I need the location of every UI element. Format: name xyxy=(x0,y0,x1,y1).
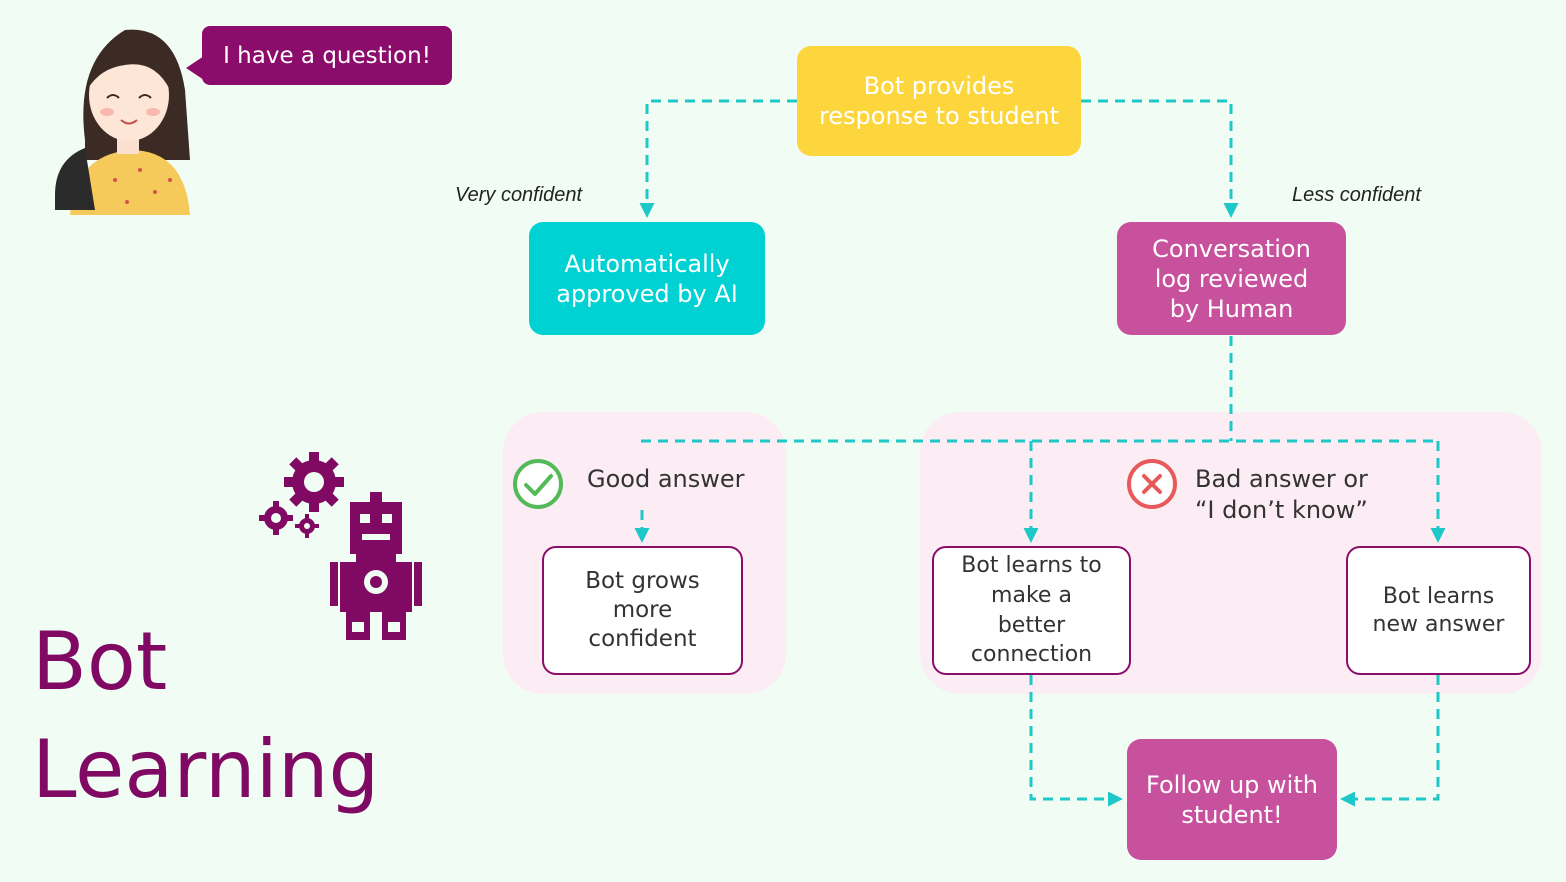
robot-icon xyxy=(330,492,422,640)
connector-very-confident xyxy=(639,99,797,218)
speech-bubble: I have a question! xyxy=(202,26,452,85)
speech-bubble-tail xyxy=(186,56,204,80)
connector-connection-to-followup xyxy=(1029,675,1123,807)
auto-approved-node: Automatically approved by AI xyxy=(529,222,765,335)
student-avatar xyxy=(55,29,190,215)
connector-newanswer-to-followup xyxy=(1340,675,1440,807)
title-line-1: Bot xyxy=(32,615,168,708)
bad-answer-line2: “I don’t know” xyxy=(1195,496,1368,525)
gears-icon xyxy=(259,452,344,538)
new-answer-node: Bot learns new answer xyxy=(1346,546,1531,675)
good-answer-heading: Good answer xyxy=(587,465,745,493)
x-circle-icon xyxy=(1127,459,1177,509)
less-confident-label: Less confident xyxy=(1292,184,1421,206)
grows-confident-node: Bot grows more confident xyxy=(542,546,743,675)
bot-provides-node: Bot provides response to student xyxy=(797,46,1081,156)
human-review-node: Conversation log reviewed by Human xyxy=(1117,222,1346,335)
better-connection-node: Bot learns to make a better connection xyxy=(932,546,1131,675)
connector-less-confident xyxy=(1081,99,1239,218)
bad-answer-heading: Bad answer or “I don’t know” xyxy=(1195,464,1368,526)
bad-answer-line1: Bad answer or xyxy=(1195,465,1368,493)
page-title: Bot Learning xyxy=(32,608,379,824)
follow-up-node: Follow up with student! xyxy=(1127,739,1337,860)
very-confident-label: Very confident xyxy=(455,184,583,206)
check-circle-icon xyxy=(513,459,563,509)
title-line-2: Learning xyxy=(32,723,380,816)
